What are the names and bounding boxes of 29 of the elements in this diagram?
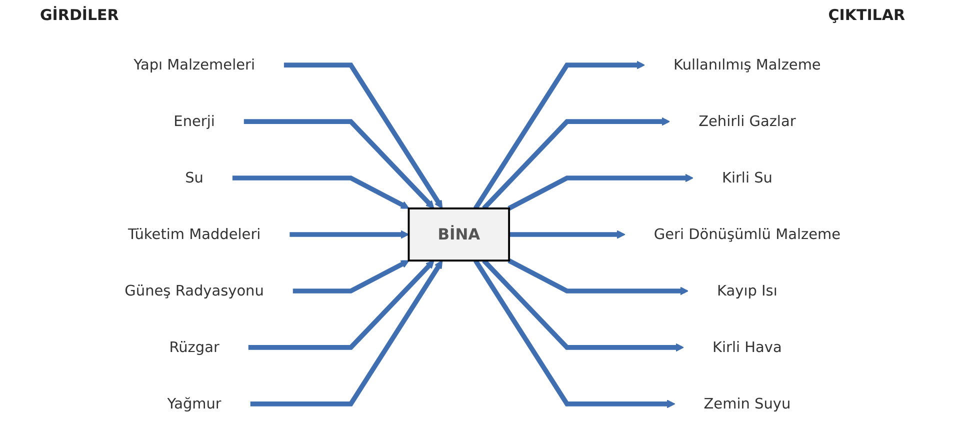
arrow bbox=[473, 259, 676, 408]
arrow bbox=[290, 230, 409, 239]
arrow bbox=[508, 174, 694, 211]
column-heading: ÇIKTILAR bbox=[828, 6, 905, 24]
node-text: Kirli Hava bbox=[712, 338, 782, 356]
arrow bbox=[244, 119, 434, 209]
node-text: Rüzgar bbox=[169, 338, 220, 356]
node-text: Kayıp Isı bbox=[716, 282, 778, 300]
arrow bbox=[248, 260, 434, 350]
arrow bbox=[292, 260, 410, 294]
node-text: Kirli Su bbox=[722, 169, 772, 186]
column-heading: GİRDİLER bbox=[40, 6, 119, 24]
node-text: Su bbox=[185, 169, 204, 186]
node-text: Güneş Radyasyonu bbox=[124, 282, 264, 300]
arrow bbox=[250, 260, 443, 406]
node-text: Zehirli Gazlar bbox=[698, 112, 796, 130]
node-text: Zemin Suyu bbox=[704, 395, 791, 412]
node-box: BİNA bbox=[408, 207, 510, 262]
node-text: Enerji bbox=[174, 112, 215, 130]
arrow bbox=[232, 176, 410, 209]
node-text: Tüketim Maddeleri bbox=[128, 226, 261, 243]
arrow bbox=[508, 258, 688, 296]
node-text: Yapı Malzemeleri bbox=[134, 56, 255, 74]
node-text: Yağmur bbox=[167, 395, 222, 412]
arrow bbox=[473, 60, 645, 210]
node-text: Geri Dönüşümlü Malzeme bbox=[654, 226, 840, 243]
arrow bbox=[284, 62, 443, 209]
node-text: Kullanılmış Malzeme bbox=[673, 56, 821, 74]
arrow bbox=[508, 230, 626, 239]
